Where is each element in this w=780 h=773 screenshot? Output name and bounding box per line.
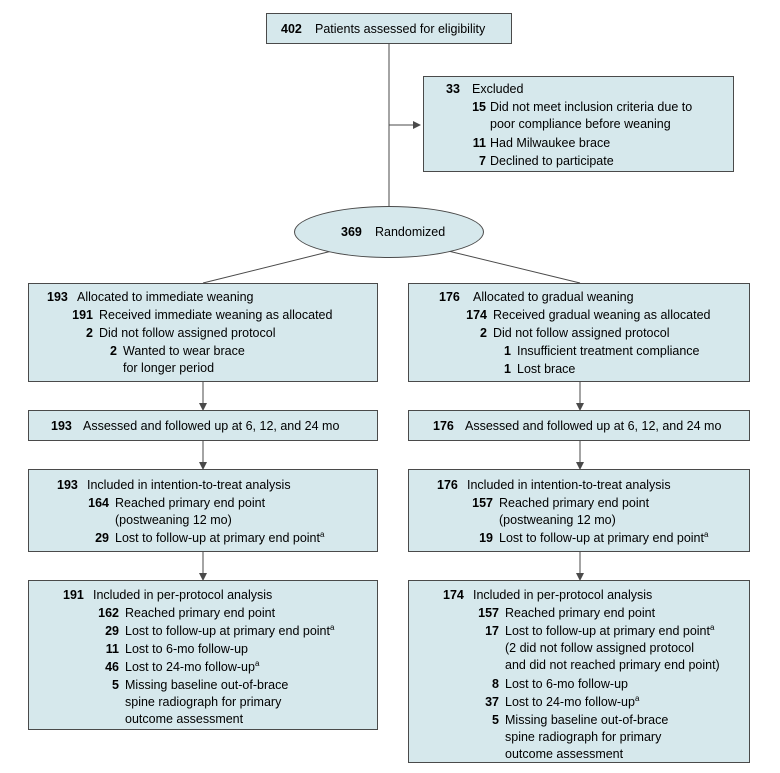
right-pp-missing-count: 5	[492, 713, 499, 727]
left-itt-lost-label: Lost to follow-up at primary end pointa	[115, 530, 325, 546]
right-pp-item-count: 37	[485, 695, 499, 709]
left-pp-item-count: 11	[105, 642, 119, 656]
left-pp-item-count: 46	[105, 660, 119, 674]
right-pp-missing-label-cont: outcome assessment	[505, 747, 624, 761]
right-notfollow-count: 2	[480, 326, 487, 340]
right-allocation-box: 176 Allocated to gradual weaning 174 Rec…	[408, 283, 750, 382]
eligibility-label: Patients assessed for eligibility	[315, 22, 486, 36]
right-pp-box: 174 Included in per-protocol analysis 15…	[408, 580, 750, 763]
excluded-box: 33 Excluded 15 Did not meet inclusion cr…	[423, 76, 734, 172]
left-itt-reached-count: 164	[88, 496, 109, 510]
randomized-ellipse: 369 Randomized	[294, 206, 484, 258]
left-itt-reached-label-cont: (postweaning 12 mo)	[115, 513, 232, 527]
line-randomized-right	[439, 248, 581, 284]
left-itt-count: 193	[57, 478, 78, 492]
left-received-count: 191	[72, 308, 93, 322]
excluded-label: Excluded	[472, 82, 524, 96]
right-pp-lost-count: 17	[485, 624, 499, 638]
right-received-label: Received gradual weaning as allocated	[493, 308, 711, 322]
excluded-item-label: Did not meet inclusion criteria due to	[490, 100, 693, 114]
right-pp-item-count: 8	[492, 677, 499, 691]
excluded-count: 33	[446, 82, 460, 96]
right-allocation-count: 176	[439, 290, 460, 304]
left-followup-box: 193 Assessed and followed up at 6, 12, a…	[28, 410, 378, 441]
left-pp-missing-label: Missing baseline out-of-brace	[125, 678, 289, 692]
left-allocation-box: 193 Allocated to immediate weaning 191 R…	[28, 283, 378, 382]
left-received-label: Received immediate weaning as allocated	[99, 308, 333, 322]
right-itt-reached-count: 157	[472, 496, 493, 510]
right-allocation-label: Allocated to gradual weaning	[473, 290, 634, 304]
left-notfollow-reason-label-cont: for longer period	[123, 361, 215, 375]
left-pp-missing-label-cont: spine radiograph for primary	[125, 695, 282, 709]
right-itt-lost-label: Lost to follow-up at primary end pointa	[499, 530, 709, 546]
right-pp-label: Included in per-protocol analysis	[473, 588, 653, 602]
right-pp-lost-label: Lost to follow-up at primary end pointa	[505, 623, 715, 639]
right-itt-count: 176	[437, 478, 458, 492]
excluded-item-label: Had Milwaukee brace	[490, 136, 611, 150]
left-notfollow-reason-count: 2	[110, 344, 117, 358]
left-pp-item-count: 162	[98, 606, 119, 620]
right-followup-count: 176	[433, 419, 454, 433]
right-pp-lost-note-cont: and did not reached primary end point)	[505, 658, 720, 672]
left-notfollow-count: 2	[86, 326, 93, 340]
right-itt-lost-count: 19	[479, 531, 493, 545]
right-pp-lost-note: (2 did not follow assigned protocol	[505, 641, 695, 655]
right-followup-label: Assessed and followed up at 6, 12, and 2…	[465, 419, 722, 433]
right-itt-box: 176 Included in intention-to-treat analy…	[408, 469, 750, 552]
right-pp-item-label: Lost to 24-mo follow-upa	[505, 694, 640, 710]
excluded-item-count: 15	[472, 100, 486, 114]
excluded-item-label-cont: poor compliance before weaning	[490, 117, 671, 131]
left-pp-item-label: Reached primary end point	[125, 606, 276, 620]
eligibility-count: 402	[281, 22, 302, 36]
right-notfollow-reason-count: 1	[504, 344, 511, 358]
left-itt-lost-count: 29	[95, 531, 109, 545]
left-pp-missing-count: 5	[112, 678, 119, 692]
left-allocation-label: Allocated to immediate weaning	[77, 290, 254, 304]
left-pp-missing-label-cont: outcome assessment	[125, 712, 244, 726]
right-pp-reached-count: 157	[478, 606, 499, 620]
right-received-count: 174	[466, 308, 487, 322]
left-pp-label: Included in per-protocol analysis	[93, 588, 273, 602]
left-followup-label: Assessed and followed up at 6, 12, and 2…	[83, 419, 340, 433]
left-followup-count: 193	[51, 419, 72, 433]
right-itt-label: Included in intention-to-treat analysis	[467, 478, 671, 492]
randomized-count: 369	[341, 225, 362, 239]
excluded-item-count: 11	[472, 136, 486, 150]
right-pp-count: 174	[443, 588, 464, 602]
left-itt-reached-label: Reached primary end point	[115, 496, 266, 510]
eligibility-box: 402 Patients assessed for eligibility	[266, 13, 512, 44]
right-pp-reached-label: Reached primary end point	[505, 606, 656, 620]
right-itt-reached-label-cont: (postweaning 12 mo)	[499, 513, 616, 527]
left-itt-box: 193 Included in intention-to-treat analy…	[28, 469, 378, 552]
right-pp-missing-label: Missing baseline out-of-brace	[505, 713, 669, 727]
right-notfollow-reason-label: Insufficient treatment compliance	[517, 344, 700, 358]
right-followup-box: 176 Assessed and followed up at 6, 12, a…	[408, 410, 750, 441]
left-pp-box: 191 Included in per-protocol analysis 16…	[28, 580, 378, 730]
left-pp-count: 191	[63, 588, 84, 602]
left-pp-item-count: 29	[105, 624, 119, 638]
left-pp-item-label: Lost to 24-mo follow-upa	[125, 659, 260, 675]
right-pp-missing-label-cont: spine radiograph for primary	[505, 730, 662, 744]
left-notfollow-label: Did not follow assigned protocol	[99, 326, 276, 340]
randomized-label: Randomized	[375, 225, 446, 239]
right-itt-reached-label: Reached primary end point	[499, 496, 650, 510]
right-notfollow-reason-label: Lost brace	[517, 362, 576, 376]
excluded-item-count: 7	[479, 154, 486, 168]
left-notfollow-reason-label: Wanted to wear brace	[123, 344, 245, 358]
left-pp-item-label: Lost to 6-mo follow-up	[125, 642, 248, 656]
left-allocation-count: 193	[47, 290, 68, 304]
left-pp-item-label: Lost to follow-up at primary end pointa	[125, 623, 335, 639]
right-pp-item-label: Lost to 6-mo follow-up	[505, 677, 628, 691]
right-notfollow-reason-count: 1	[504, 362, 511, 376]
excluded-item-label: Declined to participate	[490, 154, 614, 168]
left-itt-label: Included in intention-to-treat analysis	[87, 478, 291, 492]
line-randomized-left	[202, 248, 341, 284]
right-notfollow-label: Did not follow assigned protocol	[493, 326, 670, 340]
